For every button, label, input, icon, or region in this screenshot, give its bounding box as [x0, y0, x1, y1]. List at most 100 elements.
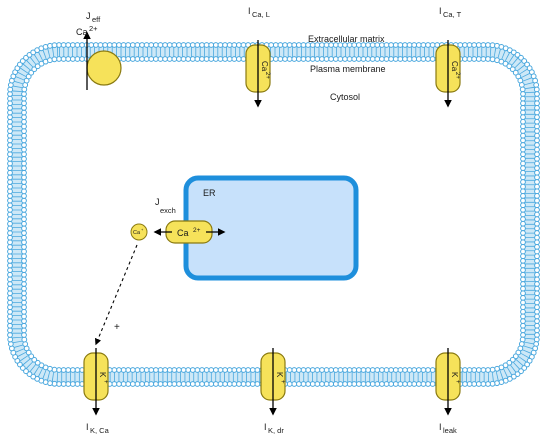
outer-lipid-head [534, 123, 540, 130]
inner-lipid-head [462, 56, 468, 62]
inner-lipid-head [51, 56, 58, 63]
inner-lipid-head [171, 367, 178, 373]
outer-lipid-head [106, 42, 113, 48]
inner-lipid-head [21, 299, 27, 306]
er-label: ER [203, 188, 216, 198]
ica-t-sub: Ca, T [443, 10, 462, 19]
inner-lipid-head [374, 367, 381, 373]
outer-lipid-head [534, 197, 540, 204]
inner-lipid-head [212, 367, 219, 373]
inner-lipid-head [402, 367, 408, 373]
inner-lipid-head [300, 367, 307, 373]
inner-lipid-head [323, 367, 330, 373]
inner-lipid-head [402, 56, 408, 62]
outer-lipid-head [7, 234, 13, 241]
inner-lipid-head [282, 56, 288, 62]
outer-lipid-head [134, 42, 141, 48]
inner-lipid-head [21, 132, 27, 139]
outer-lipid-head [534, 100, 540, 107]
inner-lipid-head [515, 349, 522, 356]
outer-lipid-head [139, 381, 145, 387]
inner-lipid-head [411, 367, 418, 373]
inner-lipid-head [25, 73, 32, 80]
outer-lipid-head [415, 381, 422, 387]
inner-lipid-head [157, 367, 164, 373]
inner-lipid-head [208, 367, 215, 373]
outer-lipid-head [534, 95, 540, 102]
inner-lipid-head [226, 367, 233, 373]
outer-lipid-head [534, 267, 540, 274]
inner-lipid-head [420, 56, 427, 62]
inner-lipid-head [74, 367, 81, 373]
inner-lipid-head [21, 322, 27, 329]
outer-lipid-head [7, 118, 13, 125]
outer-lipid-head [534, 285, 540, 292]
inner-lipid-head [139, 56, 145, 62]
outer-lipid-head [7, 262, 13, 269]
inner-lipid-head [21, 234, 27, 241]
outer-lipid-head [7, 183, 13, 190]
inner-lipid-head [249, 367, 256, 373]
inner-lipid-head [171, 56, 178, 62]
outer-lipid-head [7, 220, 13, 227]
outer-lipid-head [369, 381, 376, 387]
jeff-ion-charge: 2+ [89, 24, 98, 33]
outer-lipid-head [7, 257, 13, 264]
outer-lipid-head [7, 160, 13, 167]
outer-lipid-head [534, 132, 540, 139]
outer-lipid-head [7, 290, 13, 297]
inner-lipid-head [520, 91, 526, 97]
outer-lipid-head [411, 42, 418, 48]
jeff-sub: eff [92, 15, 101, 24]
outer-lipid-head [534, 234, 540, 241]
inner-lipid-head [277, 56, 284, 62]
inner-lipid-head [240, 367, 247, 373]
inner-lipid-head [305, 367, 312, 373]
inner-lipid-head [520, 137, 526, 144]
outer-lipid-head [74, 42, 81, 48]
inner-lipid-head [21, 262, 27, 269]
outer-lipid-head [425, 381, 431, 387]
inner-lipid-head [520, 155, 526, 162]
inner-lipid-head [342, 56, 348, 62]
outer-lipid-head [534, 220, 540, 227]
inner-lipid-head [254, 367, 261, 373]
outer-lipid-head [185, 381, 192, 387]
outer-lipid-head [411, 381, 418, 387]
inner-lipid-head [21, 216, 27, 223]
inner-lipid-head [360, 367, 367, 373]
inner-lipid-head [295, 367, 302, 373]
inner-lipid-head [208, 56, 215, 62]
inner-lipid-head [369, 56, 376, 62]
inner-lipid-head [129, 367, 136, 373]
outer-lipid-head [462, 381, 468, 387]
ileak-main: I [439, 422, 442, 432]
inner-lipid-head [502, 60, 509, 67]
inner-lipid-head [520, 267, 526, 274]
inner-lipid-head [162, 367, 169, 373]
inner-lipid-head [369, 367, 376, 373]
inner-lipid-head [157, 56, 164, 62]
outer-lipid-head [7, 318, 13, 325]
outer-lipid-head [355, 381, 362, 387]
outer-lipid-head [212, 42, 219, 48]
membrane-tails [11, 46, 536, 383]
inner-lipid-head [520, 322, 526, 329]
outer-lipid-head [7, 109, 13, 116]
outer-lipid-head [97, 42, 104, 48]
inner-lipid-head [236, 367, 242, 373]
outer-lipid-head [162, 42, 169, 48]
inner-lipid-head [21, 271, 27, 278]
inner-lipid-head [328, 367, 335, 373]
inner-lipid-head [520, 244, 526, 250]
outer-lipid-head [323, 381, 330, 387]
inner-lipid-head [520, 253, 526, 260]
outer-lipid-head [116, 381, 122, 387]
outer-lipid-head [383, 381, 390, 387]
outer-lipid-head [7, 128, 13, 134]
inner-lipid-head [21, 188, 27, 195]
inner-lipid-head [520, 230, 526, 236]
outer-lipid-head [534, 160, 540, 167]
outer-lipid-head [328, 381, 335, 387]
inner-lipid-head [199, 56, 205, 62]
